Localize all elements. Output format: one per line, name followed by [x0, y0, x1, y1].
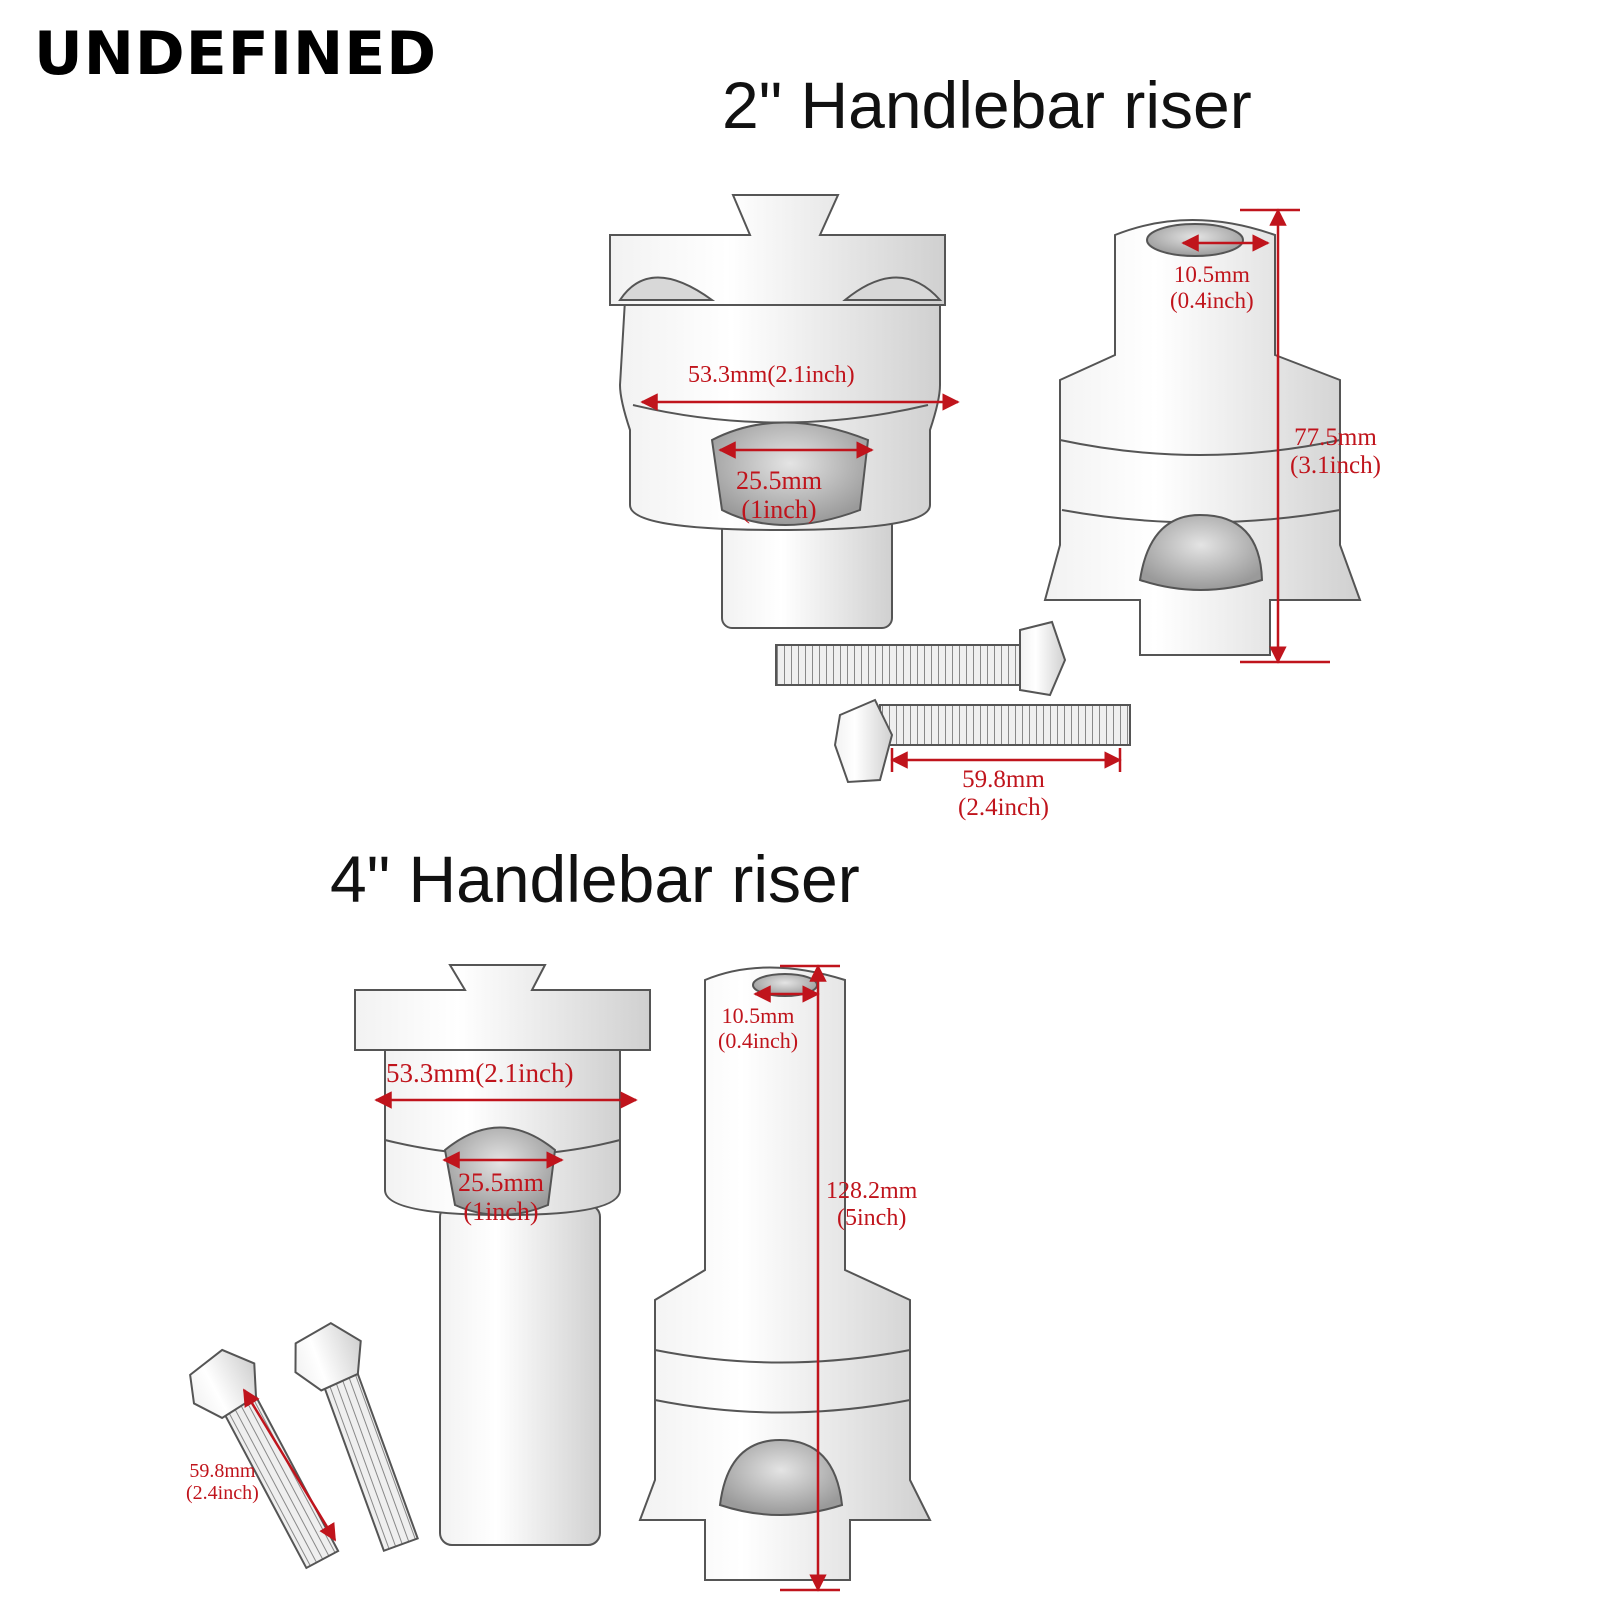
brand-logo: UNDEFINED: [34, 19, 438, 89]
dim-4in-bolt-line: [242, 1388, 337, 1542]
bolt-4in-right: [294, 1321, 419, 1553]
bolt-2in-upper: [775, 620, 1067, 697]
dim-4in-width-label: 53.3mm(2.1inch): [386, 1058, 574, 1088]
dim-2in-width-label: 53.3mm(2.1inch): [688, 362, 855, 388]
dim-4in-height-label: 128.2mm(5inch): [826, 1178, 918, 1231]
bolt-2in-lower: [833, 698, 1131, 784]
riser-4in-front: [354, 964, 651, 1546]
dim-4in-hole-label: 10.5mm(0.4inch): [718, 1003, 799, 1053]
dim-2in-clamp-label: 25.5mm(1inch): [736, 466, 822, 525]
dim-4in-bolt-label: 59.8mm(2.4inch): [186, 1460, 259, 1505]
dim-2in-bolt-label: 59.8mm(2.4inch): [958, 766, 1049, 821]
dim-4in-clamp-label: 25.5mm(1inch): [458, 1168, 544, 1227]
dim-2in-height-label: 77.5mm(3.1inch): [1290, 424, 1381, 479]
heading-2in-riser: 2" Handlebar riser: [722, 68, 1252, 142]
riser-2in-front: [609, 194, 946, 629]
heading-4in-riser: 4" Handlebar riser: [330, 842, 860, 916]
riser-4in-side: [638, 966, 932, 1581]
dim-2in-hole-label: 10.5mm(0.4inch): [1170, 262, 1254, 313]
